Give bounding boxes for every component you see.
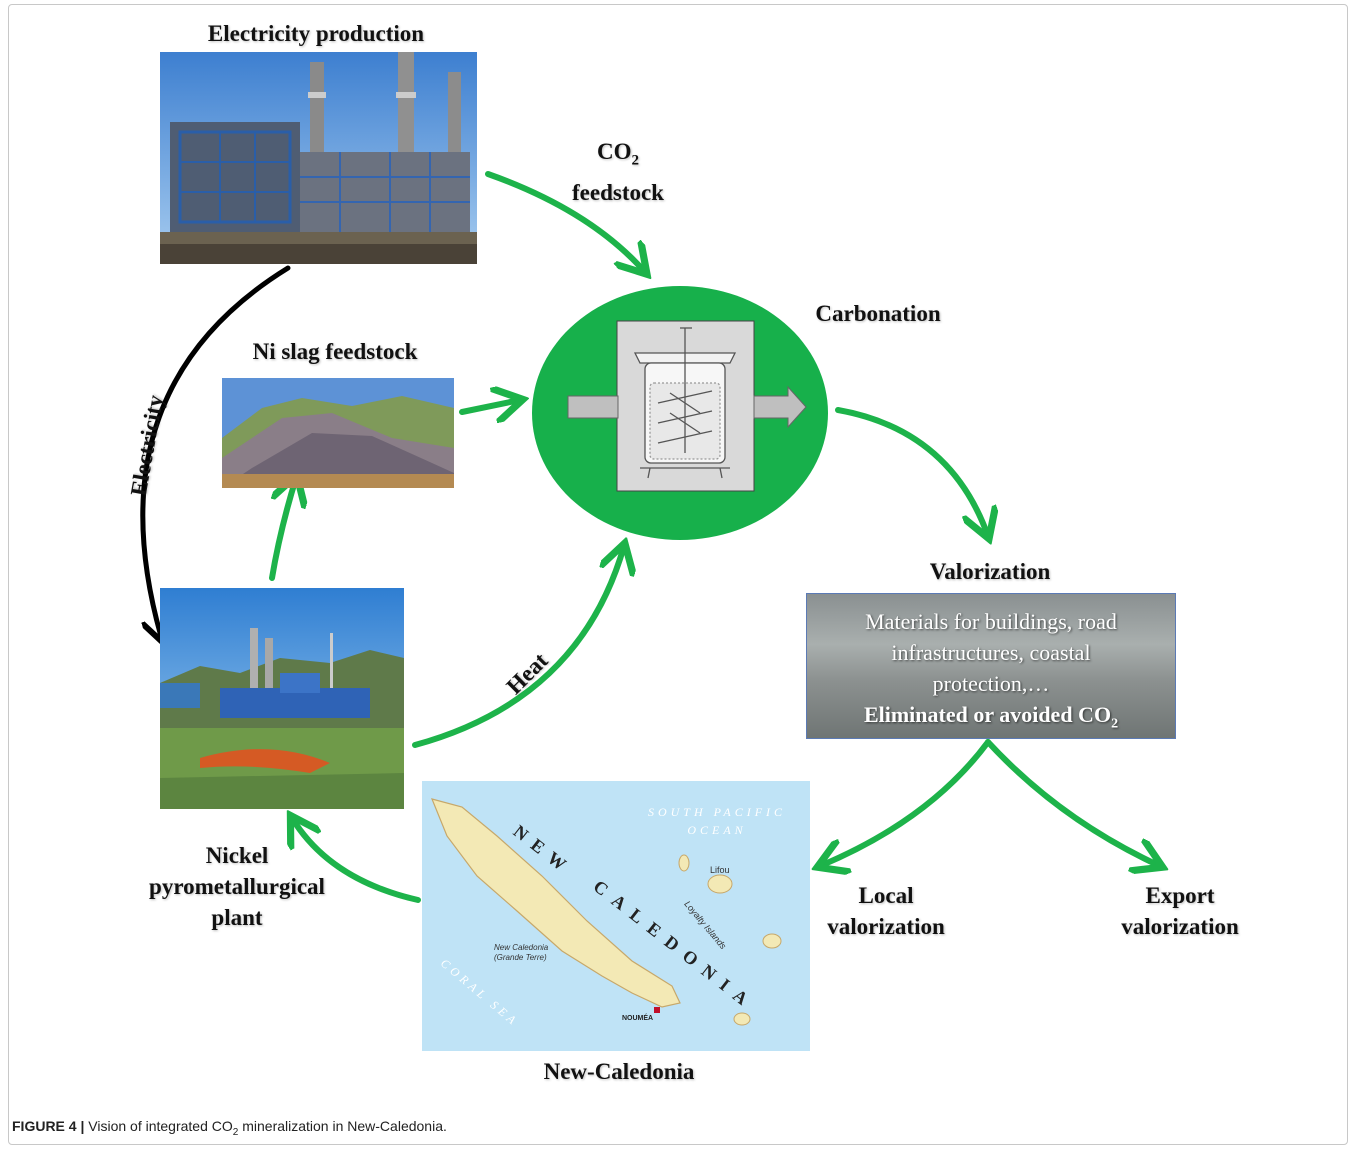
map-noumea: NOUMÉA xyxy=(622,1015,654,1022)
isle-of-pines xyxy=(733,1012,751,1026)
label-export-valorization: Export valorization xyxy=(1121,883,1239,939)
arrow-carbonation-to-valorization xyxy=(835,407,988,536)
ouvea-island xyxy=(678,854,690,872)
arrow-co2-to-carbonation xyxy=(485,171,645,272)
noumea-marker xyxy=(654,1007,660,1013)
arrow-plant-to-slag xyxy=(269,478,296,581)
label-new-caledonia: New-Caledonia xyxy=(543,1059,695,1084)
label-electricity-production: Electricity production xyxy=(207,21,425,46)
inlet-arrow-body xyxy=(567,395,619,419)
arrow-slag-to-carbonation xyxy=(459,400,520,412)
label-carbonation: Carbonation xyxy=(815,301,941,326)
label-nickel-plant: Nickel pyrometallurgical plant xyxy=(149,843,325,930)
arrow-map-to-plant xyxy=(292,818,421,903)
ni-slag-photo xyxy=(222,378,454,488)
grande-terre-island xyxy=(430,798,681,1008)
arrow-valorization-to-export xyxy=(985,739,1160,866)
valorization-line2: infrastructures, coastal xyxy=(891,640,1091,665)
new-caledonia-map: SOUTH PACIFIC OCEAN NEW CALEDONIA CORAL … xyxy=(422,781,810,1051)
mare-island xyxy=(762,933,782,949)
arrow-electricity xyxy=(140,265,291,640)
valorization-box: Materials for buildings, road infrastruc… xyxy=(806,593,1176,739)
outlet-arrow xyxy=(753,385,807,429)
map-ocean-label: SOUTH PACIFIC OCEAN xyxy=(647,805,787,837)
arrow-heat-to-carbonation xyxy=(412,546,624,748)
valorization-line1: Materials for buildings, road xyxy=(865,609,1117,634)
label-co2-feedstock: CO2 feedstock xyxy=(572,139,664,205)
label-valorization: Valorization xyxy=(929,559,1051,584)
label-ni-slag: Ni slag feedstock xyxy=(252,339,418,364)
figure-caption: FIGURE 4 | Vision of integrated CO2 mine… xyxy=(12,1118,447,1138)
figure-frame xyxy=(8,4,1348,1145)
reactor-vessel-icon xyxy=(633,327,737,479)
valorization-text: Materials for buildings, road infrastruc… xyxy=(807,606,1175,738)
carbonation-reactor xyxy=(532,286,828,540)
arrow-valorization-to-local xyxy=(820,739,991,866)
nickel-plant-photo xyxy=(160,588,404,809)
valorization-co2-line: Eliminated or avoided CO2 xyxy=(863,702,1119,732)
valorization-line3: protection,… xyxy=(932,671,1050,696)
map-lifou: Lifou xyxy=(710,865,730,875)
map-grande-terre: New Caledonia (Grande Terre) xyxy=(494,943,549,962)
power-plant-photo xyxy=(160,52,477,264)
label-local-valorization: Local valorization xyxy=(827,883,945,939)
lifou-island xyxy=(707,874,733,894)
